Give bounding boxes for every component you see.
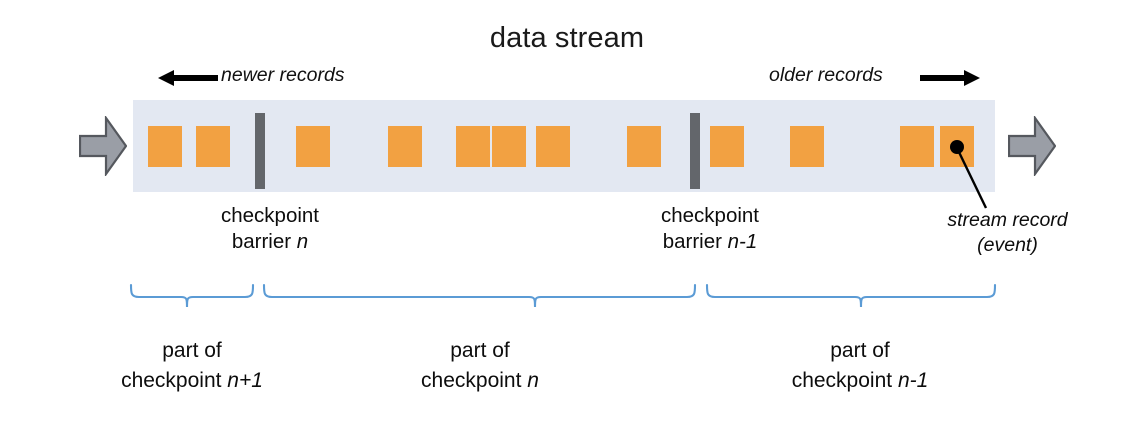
older-records-arrow-icon [920, 68, 980, 93]
part3-line2-prefix: checkpoint [791, 369, 898, 392]
checkpoint-barrier-n-1 [690, 113, 700, 189]
stream-record [710, 126, 744, 167]
stream-record [196, 126, 230, 167]
part2-index: n [527, 369, 539, 392]
stream-outflow-arrow-icon [1007, 114, 1057, 181]
part2-line2-prefix: checkpoint [421, 369, 528, 392]
checkpoint-barrier-n [255, 113, 265, 189]
stream-inflow-arrow-icon [78, 114, 128, 181]
barrier-n-1-line1: checkpoint [660, 204, 759, 227]
part-of-checkpoint-n-minus-1-label: part of checkpoint n-1 [736, 336, 984, 396]
record-note-line1: stream record [947, 209, 1068, 231]
part1-line1: part of [162, 339, 222, 362]
checkpoint-part-braces [125, 283, 1015, 336]
barrier-n-index: n [296, 230, 309, 253]
record-note-line2: (event) [977, 234, 1038, 256]
stream-record [900, 126, 934, 167]
checkpoint-barrier-n-1-label: checkpoint barrier n-1 [596, 203, 824, 255]
part1-index: n+1 [227, 369, 263, 392]
page-title: data stream [489, 22, 645, 54]
stream-record [456, 126, 490, 167]
part3-line1: part of [830, 339, 890, 362]
barrier-n-1-index: n-1 [727, 230, 758, 253]
stream-record [790, 126, 824, 167]
stream-record [148, 126, 182, 167]
part-of-checkpoint-n-plus-1-label: part of checkpoint n+1 [78, 336, 306, 396]
newer-records-arrow-icon [158, 68, 218, 93]
stream-record-callout-label: stream record (event) [890, 208, 1125, 258]
barrier-n-line1: checkpoint [220, 204, 319, 227]
stream-record [536, 126, 570, 167]
barrier-n-line2-prefix: barrier [231, 230, 297, 253]
stream-record [296, 126, 330, 167]
barrier-n-1-line2-prefix: barrier [662, 230, 728, 253]
stream-record [627, 126, 661, 167]
part3-index: n-1 [897, 369, 929, 392]
stream-record [388, 126, 422, 167]
part-of-checkpoint-n-label: part of checkpoint n [366, 336, 594, 396]
older-records-label: older records [769, 64, 883, 86]
part1-line2-prefix: checkpoint [121, 369, 228, 392]
part2-line1: part of [450, 339, 510, 362]
newer-records-label: newer records [221, 64, 345, 86]
stream-record [492, 126, 526, 167]
stream-record-highlighted [940, 126, 974, 167]
checkpoint-barrier-n-label: checkpoint barrier n [160, 203, 380, 255]
